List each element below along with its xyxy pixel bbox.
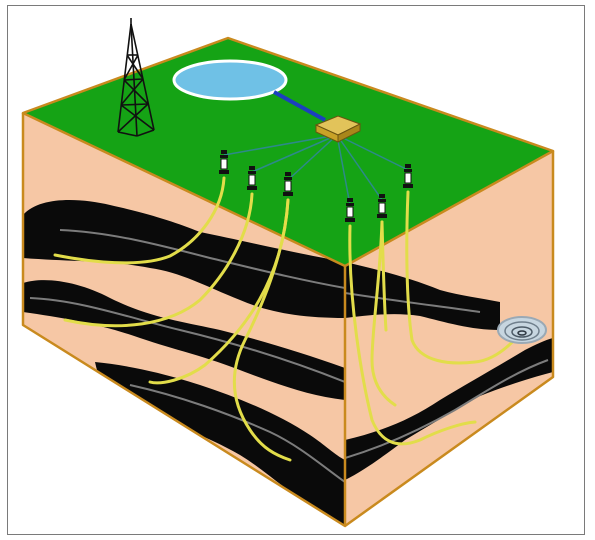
- coal-seams-front: [23, 200, 345, 526]
- gathering-lines: [223, 134, 409, 206]
- water-pipeline: [273, 90, 326, 122]
- ground-surface: [23, 38, 553, 266]
- compressor-station-icon: [314, 115, 362, 143]
- fracture-target-icon: [497, 316, 547, 344]
- coal-seam-lower: [95, 362, 345, 526]
- wellhead-icon: [219, 150, 413, 222]
- derrick-tower-icon: [117, 18, 155, 137]
- water-pond-icon: [172, 59, 288, 101]
- horizontal-wells: [53, 176, 520, 462]
- box-edges: [21, 36, 555, 528]
